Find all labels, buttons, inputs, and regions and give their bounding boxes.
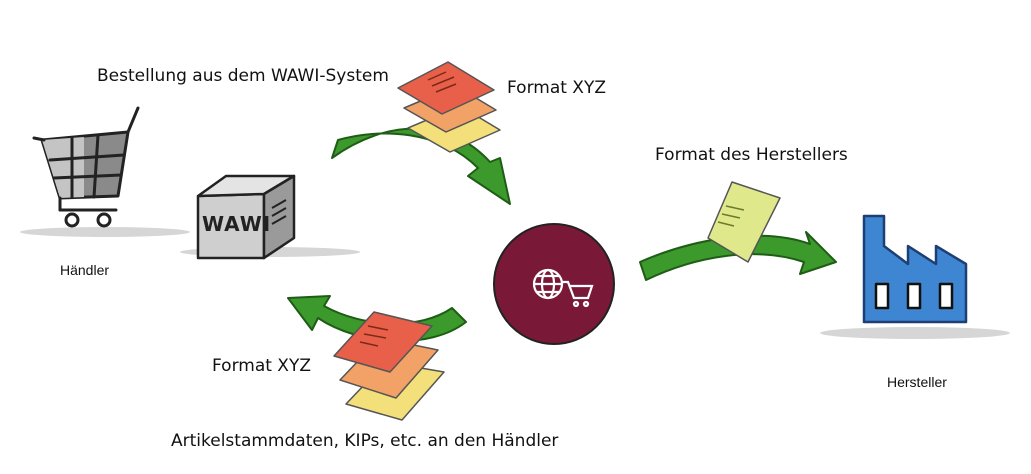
arrow-to-hub bbox=[331, 127, 511, 205]
doc-stack-bottom bbox=[333, 311, 445, 421]
format-xyz-bottom-label: Format XYZ bbox=[212, 356, 311, 376]
format-xyz-top-label: Format XYZ bbox=[507, 78, 606, 98]
format-manufacturer-label: Format des Herstellers bbox=[655, 145, 848, 165]
doc-stack-top bbox=[397, 61, 501, 153]
server-box-icon bbox=[196, 174, 296, 260]
retailer-label: Händler bbox=[60, 262, 110, 278]
doc-manufacturer-format bbox=[707, 181, 781, 263]
manufacturer-label: Hersteller bbox=[887, 374, 947, 390]
arrow-to-factory bbox=[639, 231, 837, 281]
shopping-cart-icon bbox=[32, 106, 140, 228]
globe-cart-icon bbox=[493, 223, 615, 345]
order-from-wawi-label: Bestellung aus dem WAWI-System bbox=[97, 66, 389, 86]
wawi-box-label: WAWI bbox=[202, 212, 272, 236]
factory-icon bbox=[862, 214, 968, 324]
master-data-label: Artikelstammdaten, KIPs, etc. an den Hän… bbox=[171, 431, 559, 451]
